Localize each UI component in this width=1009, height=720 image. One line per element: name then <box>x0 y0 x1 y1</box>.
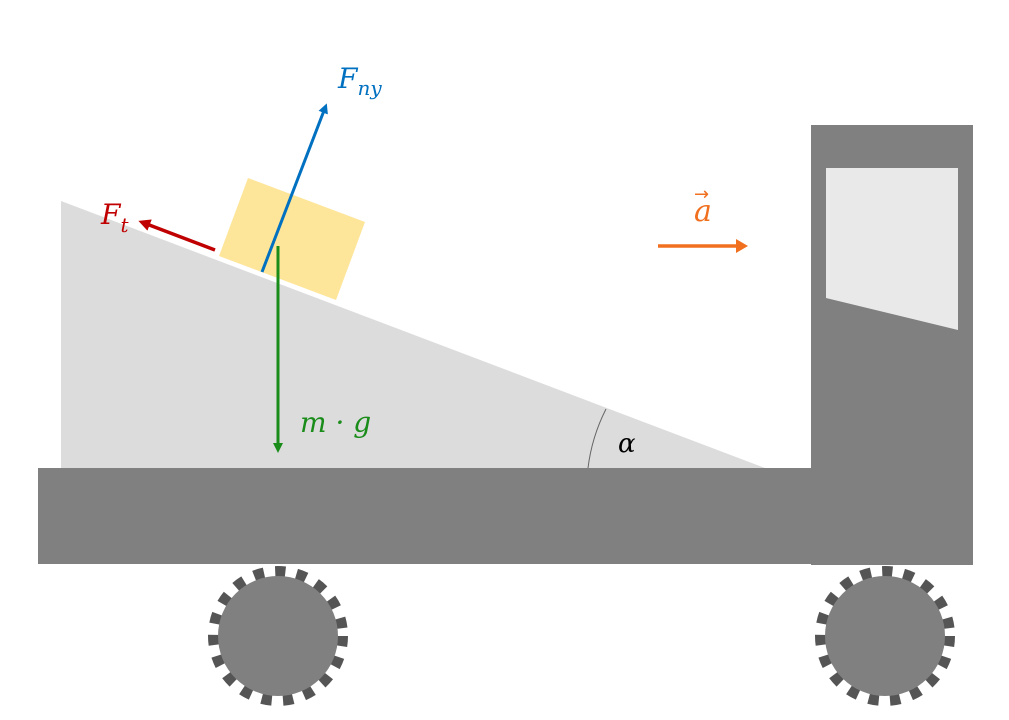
box <box>219 178 365 300</box>
acceleration-label: a <box>694 194 712 229</box>
friction-force-symbol: F <box>100 198 122 231</box>
inclined-plane <box>61 201 765 468</box>
front-wheel <box>815 566 955 706</box>
rear-wheel <box>208 566 348 706</box>
normal-force-symbol: F <box>337 62 359 95</box>
normal-force-label: Fny <box>337 62 382 100</box>
truck-bed <box>38 468 973 564</box>
friction-force-arrow <box>138 219 216 252</box>
angle-label: α <box>618 429 636 459</box>
friction-force-subscript: t <box>120 213 129 237</box>
acceleration-vector-mark: → <box>694 184 709 205</box>
normal-force-arrow <box>260 103 328 273</box>
normal-force-subscript: ny <box>357 76 382 100</box>
angle-arc <box>587 408 607 469</box>
gravity-label: m · g <box>300 406 371 439</box>
truck-window <box>826 168 958 330</box>
friction-force-label: Ft <box>100 198 129 237</box>
